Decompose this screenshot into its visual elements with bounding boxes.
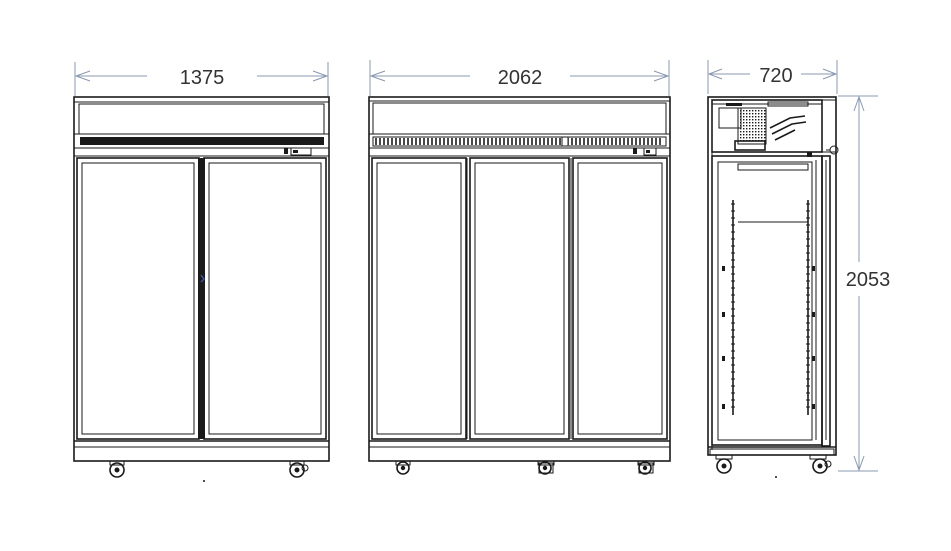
door-2 [469, 157, 570, 440]
width-label-two-door: 1375 [180, 67, 225, 89]
side-door [815, 155, 831, 447]
three-door-cabinet [368, 96, 671, 475]
door-3 [572, 157, 668, 440]
door-right [203, 157, 327, 440]
side-view: 720 2053 [707, 60, 891, 478]
three-door-front-view: 2062 [368, 60, 671, 475]
two-door-front-view: 1375 [73, 62, 330, 482]
depth-dimension: 720 [707, 60, 838, 94]
width-dimension-three-door: 2062 [369, 60, 670, 96]
caster-rear [809, 454, 832, 474]
caster-right [637, 460, 655, 475]
compressor-compartment [711, 99, 839, 157]
controller-display [633, 147, 657, 156]
side-cabinet [707, 96, 839, 478]
caster-right [289, 460, 309, 478]
controller-display [284, 147, 312, 156]
width-dimension-two-door: 1375 [74, 62, 329, 96]
door-1 [371, 157, 467, 440]
caster-front [715, 454, 733, 474]
caster-left [109, 460, 125, 478]
caster-middle [537, 460, 555, 475]
two-door-cabinet [73, 96, 330, 482]
door-left [76, 157, 200, 440]
vent-grille [375, 136, 661, 147]
condenser-coil-icon [740, 110, 766, 142]
height-dimension: 2053 [838, 95, 891, 472]
depth-label: 720 [759, 65, 792, 87]
caster-left [395, 460, 411, 475]
door-mullion [198, 158, 205, 439]
width-label-three-door: 2062 [498, 67, 543, 89]
height-label: 2053 [846, 269, 891, 291]
